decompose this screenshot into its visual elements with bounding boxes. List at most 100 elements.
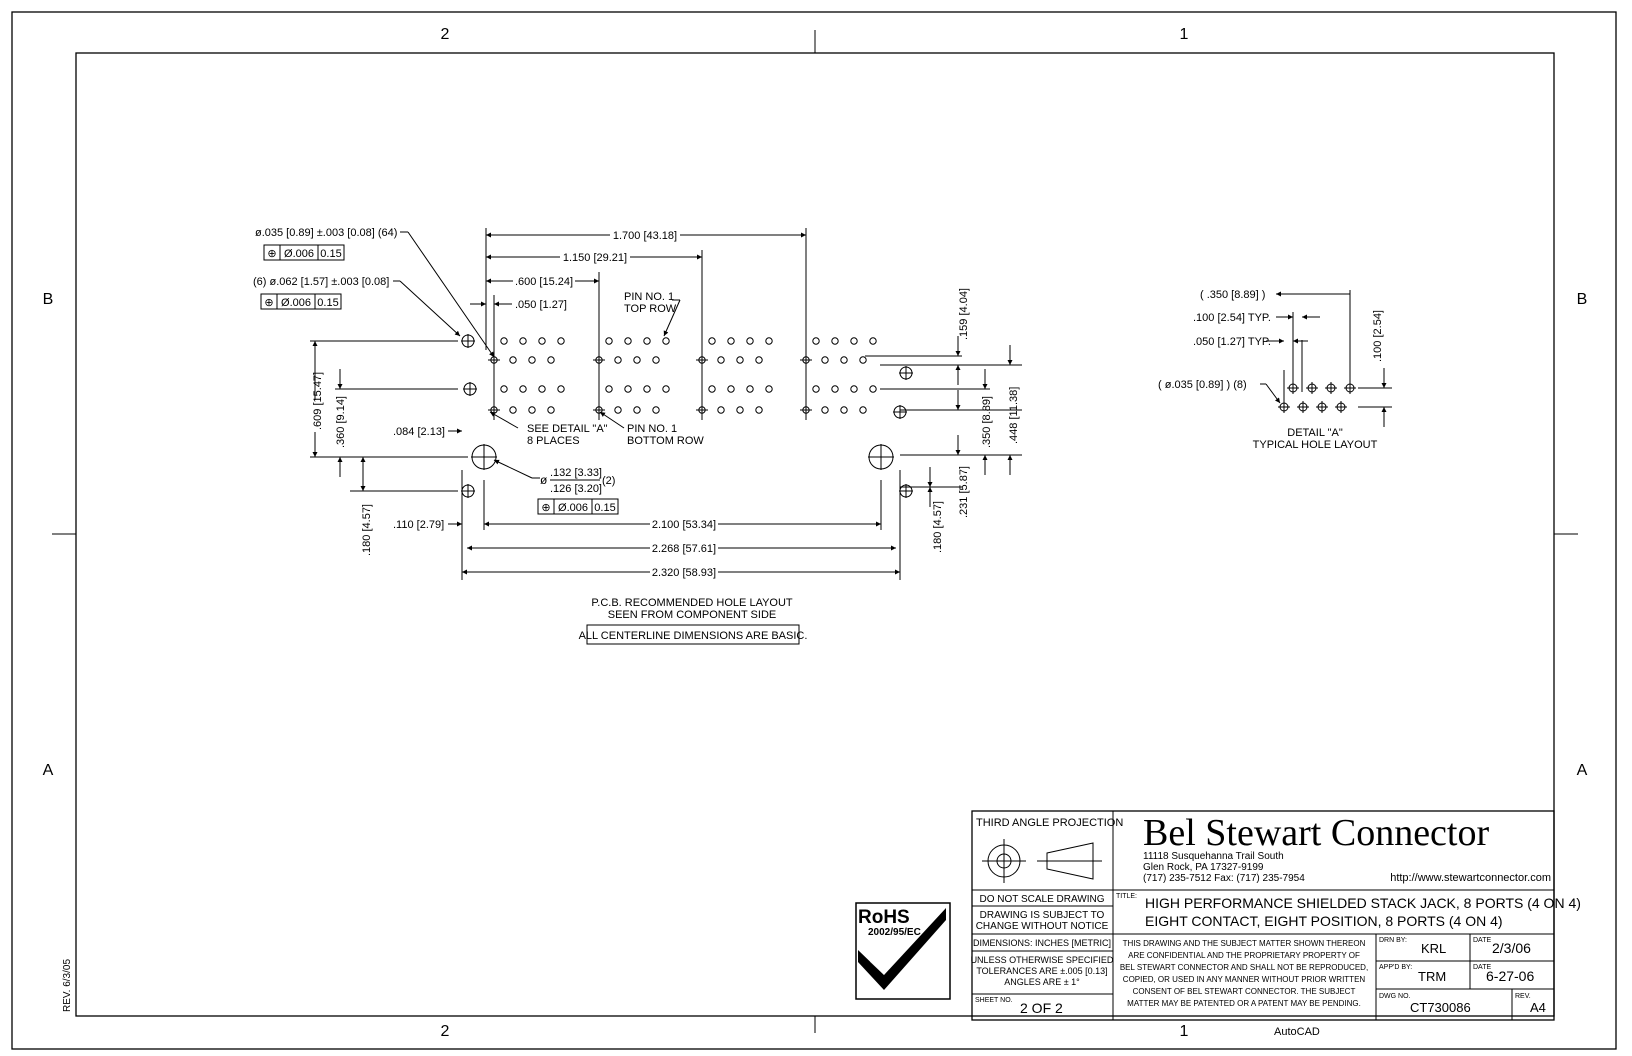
pin-hole bbox=[528, 356, 536, 364]
pin-hole bbox=[755, 406, 763, 414]
pin-hole bbox=[708, 337, 716, 345]
fcf-pin-hole-symbol: ⊕ bbox=[267, 248, 276, 260]
fcf-small-hole bbox=[260, 293, 342, 310]
zone-left-b: B bbox=[43, 291, 54, 308]
pin-hole bbox=[538, 385, 546, 393]
tb-tol-2: TOLERANCES ARE ±.005 [0.13] bbox=[976, 966, 1107, 976]
detail-a-100v: .100 [2.54] bbox=[1372, 310, 1384, 362]
pin-hole bbox=[547, 406, 555, 414]
fcf-big-hole-tol: Ø.006 bbox=[558, 502, 588, 514]
fcf-pin-hole bbox=[263, 244, 345, 261]
bottom-dimensions bbox=[461, 470, 901, 580]
dim-1150: 1.150 [29.21] bbox=[563, 252, 627, 264]
tb-conf-5: CONSENT OF BEL STEWART CONNECTOR. THE SU… bbox=[1133, 987, 1356, 996]
right-dimensions bbox=[865, 336, 1022, 507]
tb-dwg-label: DWG NO. bbox=[1379, 993, 1411, 1000]
pin-hole bbox=[746, 337, 754, 345]
top-dimensions bbox=[470, 228, 807, 350]
tb-conf-1: THIS DRAWING AND THE SUBJECT MATTER SHOW… bbox=[1123, 939, 1366, 948]
pin-hole bbox=[500, 385, 508, 393]
rev-margin-note: REV. 6/3/05 bbox=[62, 959, 73, 1012]
pin-hole bbox=[736, 406, 744, 414]
detail-a-050typ: .050 [1.27] TYP. bbox=[1193, 336, 1271, 348]
callout-big-hole-bottom: .126 [3.20] bbox=[550, 483, 602, 495]
pin-hole bbox=[840, 406, 848, 414]
pin-hole bbox=[624, 337, 632, 345]
dim-084: .084 [2.13] bbox=[393, 426, 445, 438]
pin-hole bbox=[746, 385, 754, 393]
fcf-big-hole-symbol: ⊕ bbox=[541, 502, 550, 514]
pin-hole bbox=[557, 337, 565, 345]
note-layout-2: SEEN FROM COMPONENT SIDE bbox=[608, 609, 776, 621]
tb-address-3: (717) 235-7512 Fax: (717) 235-7954 bbox=[1143, 873, 1305, 884]
callout-pin1-bottom-1: PIN NO. 1 bbox=[627, 423, 677, 435]
callout-pin1-top-2: TOP ROW bbox=[624, 303, 677, 315]
detail-a-350: ( .350 [8.89] ) bbox=[1200, 289, 1265, 301]
pin-hole bbox=[538, 337, 546, 345]
dim-2320: 2.320 [58.93] bbox=[652, 567, 716, 579]
note-basic: ALL CENTERLINE DIMENSIONS ARE BASIC. bbox=[579, 630, 808, 642]
dim-180-left: .180 [4.57] bbox=[361, 504, 373, 556]
zone-right-a: A bbox=[1577, 762, 1588, 779]
detail-a-hole: ( ø.035 [0.89] ) (8) bbox=[1158, 379, 1247, 391]
pin-hole bbox=[717, 356, 725, 364]
dim-2100: 2.100 [53.34] bbox=[652, 519, 716, 531]
pin-hole bbox=[821, 356, 829, 364]
pin-hole bbox=[859, 356, 867, 364]
callout-big-hole-top: .132 [3.33] bbox=[550, 467, 602, 479]
pin-hole bbox=[727, 385, 735, 393]
tb-drn-date: 2/3/06 bbox=[1492, 940, 1531, 956]
projection-symbol bbox=[982, 839, 1102, 883]
dim-448: .448 [11.38] bbox=[1008, 387, 1020, 444]
pin-hole bbox=[850, 337, 858, 345]
tb-address-2: Glen Rock, PA 17327-9199 bbox=[1143, 862, 1264, 873]
pin-hole bbox=[869, 337, 877, 345]
tb-website[interactable]: http://www.stewartconnector.com bbox=[1390, 872, 1551, 884]
pin-hole bbox=[509, 356, 517, 364]
tb-appd: TRM bbox=[1418, 969, 1446, 984]
zone-top-1: 1 bbox=[1180, 26, 1189, 43]
drawing-border bbox=[11, 11, 1617, 1050]
note-basic-box bbox=[586, 624, 800, 645]
detail-a-100typ: .100 [2.54] TYP. bbox=[1193, 312, 1271, 324]
detail-a-title: DETAIL "A" bbox=[1287, 427, 1343, 439]
zone-bottom-1: 1 bbox=[1180, 1023, 1189, 1040]
pin-hole bbox=[519, 385, 527, 393]
zone-top-2: 2 bbox=[441, 26, 450, 43]
tb-conf-3: BEL STEWART CONNECTOR AND SHALL NOT BE R… bbox=[1120, 963, 1368, 972]
tb-rev-label: REV. bbox=[1515, 993, 1531, 1000]
dim-360: .360 [9.14] bbox=[335, 396, 347, 448]
pin-hole bbox=[812, 385, 820, 393]
fcf-big-hole-metric: 0.15 bbox=[594, 502, 615, 514]
callout-pin1-top-1: PIN NO. 1 bbox=[624, 291, 674, 303]
tb-dimensions: DIMENSIONS: INCHES [METRIC] bbox=[973, 938, 1111, 948]
tb-subject-2: CHANGE WITHOUT NOTICE bbox=[976, 921, 1109, 932]
tb-drn-label: DRN BY: bbox=[1379, 937, 1407, 944]
dim-2268: 2.268 [57.61] bbox=[652, 543, 716, 555]
pin-hole bbox=[850, 385, 858, 393]
pin-hole bbox=[652, 356, 660, 364]
tb-drn: KRL bbox=[1421, 941, 1446, 956]
rohs-logo bbox=[855, 902, 951, 1000]
pin-hole bbox=[831, 337, 839, 345]
dim-159: .159 [4.04] bbox=[958, 288, 970, 340]
tb-conf-6: MATTER MAY BE PATENTED OR A PATENT MAY B… bbox=[1127, 999, 1361, 1008]
callout-big-hole-qty: (2) bbox=[602, 475, 615, 487]
fcf-small-hole-metric: 0.15 bbox=[317, 297, 338, 309]
pin-hole bbox=[547, 356, 555, 364]
tb-sheet-label: SHEET NO. bbox=[975, 997, 1013, 1004]
pin-hole bbox=[812, 337, 820, 345]
fcf-small-hole-symbol: ⊕ bbox=[264, 297, 273, 309]
callout-pin1-bottom-2: BOTTOM ROW bbox=[627, 435, 704, 447]
zone-bottom-2: 2 bbox=[441, 1023, 450, 1040]
pin-hole bbox=[727, 337, 735, 345]
pin-hole bbox=[662, 385, 670, 393]
pin-hole bbox=[605, 337, 613, 345]
zone-right-b: B bbox=[1577, 291, 1588, 308]
tb-title-1: HIGH PERFORMANCE SHIELDED STACK JACK, 8 … bbox=[1145, 895, 1581, 911]
pin-hole bbox=[765, 385, 773, 393]
detail-a bbox=[1260, 290, 1392, 427]
pin-hole bbox=[831, 385, 839, 393]
tb-tol-3: ANGLES ARE ± 1° bbox=[1004, 977, 1080, 987]
